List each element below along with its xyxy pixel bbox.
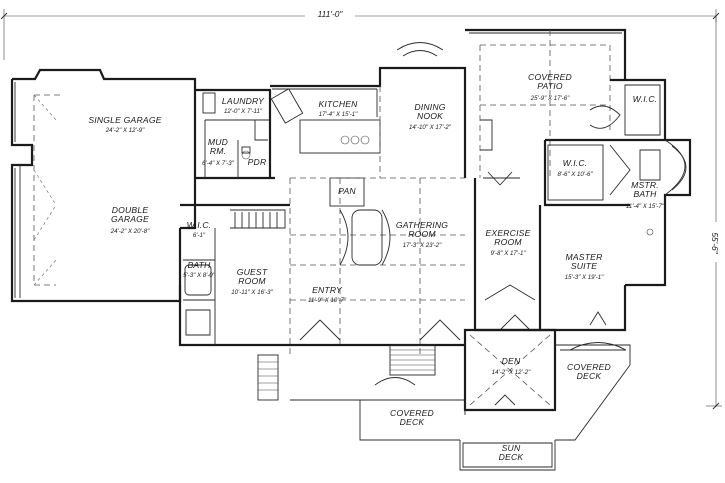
dining-bay-window [396,42,444,57]
width-dimension: 111'-0" [0,8,720,60]
svg-text:GATHERING: GATHERING [396,220,448,230]
svg-text:MUD: MUD [208,137,228,147]
room-label-double-garage: DOUBLE GARAGE 24'-2" X 20'-8" [110,205,150,235]
room-label-exercise-room: EXERCISE ROOM 9'-8" X 17'-1" [485,228,530,257]
svg-text:PATIO: PATIO [537,81,563,91]
covered-patio-block [465,28,627,186]
svg-text:PAN: PAN [338,186,356,196]
svg-text:LAUNDRY: LAUNDRY [222,96,265,106]
room-label-covered-patio: COVERED PATIO 25'-9" X 17'-6" [528,72,572,102]
svg-text:NOOK: NOOK [417,111,444,121]
room-label-entry: ENTRY 11'-9" X 10'-7" [308,285,347,304]
room-label-den: DEN 14'-2" X 12'-2" [492,356,531,376]
svg-text:DEN: DEN [502,356,521,366]
svg-text:6'-4" X 7'-3": 6'-4" X 7'-3" [202,160,235,167]
svg-text:14'-10" X 17'-2": 14'-10" X 17'-2" [409,124,452,131]
svg-text:SUN: SUN [502,443,521,453]
covered-deck-right [555,342,631,441]
room-label-wic-guest: W.I.C. 6'-1" [187,220,212,239]
svg-text:SUITE: SUITE [571,261,597,271]
room-label-mstr-bath: MSTR. BATH 11'-4" X 15'-7" [626,180,665,210]
svg-text:DINING: DINING [414,102,445,112]
master-bath-block [543,78,692,287]
svg-text:24'-2" X 20'-8": 24'-2" X 20'-8" [110,228,150,235]
covered-deck-front [290,377,466,441]
svg-text:6'-1": 6'-1" [193,232,206,239]
den-block [463,328,557,412]
room-label-bath: BATH 5'-3" X 8'-0" [183,260,216,279]
svg-text:DECK: DECK [400,417,426,427]
room-label-pdr: PDR [248,157,267,167]
guest-block [178,203,290,347]
width-dimension-label: 111'-0" [318,9,344,19]
svg-text:12'-0" X 7'-11": 12'-0" X 7'-11" [224,108,263,115]
room-label-gathering-room: GATHERING ROOM 17'-3" X 23'-2" [396,220,448,249]
svg-text:DOUBLE: DOUBLE [112,205,149,215]
room-label-covered-deck-right: COVERED DECK [567,362,611,381]
svg-text:MASTER: MASTER [565,252,602,262]
room-label-pan: PAN [338,186,356,196]
svg-text:8'-6" X 10'-6": 8'-6" X 10'-6" [557,171,593,178]
svg-text:COVERED: COVERED [528,72,572,82]
room-label-mud-rm: MUD RM. 6'-4" X 7'-3" [202,137,235,167]
svg-text:ROOM: ROOM [494,237,522,247]
svg-text:ROOM: ROOM [408,229,436,239]
room-label-laundry: LAUNDRY 12'-0" X 7'-11" [222,96,265,115]
entry-gathering-block [290,178,465,355]
svg-text:COVERED: COVERED [567,362,611,372]
kitchen-block [270,66,493,355]
svg-text:17'-3" X 23'-2": 17'-3" X 23'-2" [403,242,442,249]
svg-text:W.I.C.: W.I.C. [187,220,212,230]
svg-text:SINGLE GARAGE: SINGLE GARAGE [88,115,161,125]
svg-text:W.I.C.: W.I.C. [563,158,588,168]
svg-text:BATH: BATH [187,260,211,270]
room-label-wic-suite: W.I.C. 8'-6" X 10'-6" [557,158,593,178]
svg-text:25'-9" X 17'-6": 25'-9" X 17'-6" [530,95,570,102]
svg-text:10'-11" X 16'-3": 10'-11" X 16'-3" [231,289,273,296]
svg-text:9'-8" X 17'-1": 9'-8" X 17'-1" [490,250,526,257]
svg-text:EXERCISE: EXERCISE [485,228,530,238]
svg-text:COVERED: COVERED [390,408,434,418]
svg-text:11'-4" X 15'-7": 11'-4" X 15'-7" [626,203,665,210]
depth-dimension-label: 55'-6" [710,232,720,254]
entry-stairs [257,344,436,401]
room-label-dining-nook: DINING NOOK 14'-10" X 17'-2" [409,102,452,131]
svg-text:W.I.C.: W.I.C. [633,94,658,104]
svg-text:14'-2" X 12'-2": 14'-2" X 12'-2" [492,369,531,376]
room-label-wic-master-bath: W.I.C. [633,94,658,104]
svg-text:11'-9" X 10'-7": 11'-9" X 10'-7" [308,297,347,304]
svg-text:GUEST: GUEST [237,267,268,277]
svg-text:KITCHEN: KITCHEN [318,99,358,109]
svg-text:24'-2" X 12'-9": 24'-2" X 12'-9" [105,127,145,134]
svg-text:MSTR.: MSTR. [631,180,659,190]
room-label-master-suite: MASTER SUITE 15'-3" X 19'-1" [565,252,604,281]
svg-text:DECK: DECK [577,371,603,381]
room-label-sun-deck: SUN DECK [499,443,525,462]
svg-text:GARAGE: GARAGE [111,214,149,224]
room-label-single-garage: SINGLE GARAGE 24'-2" X 12'-9" [88,115,161,134]
laundry-mud-block [195,88,275,180]
svg-text:17'-4" X 15'-1": 17'-4" X 15'-1" [319,111,358,118]
room-label-guest-room: GUEST ROOM 10'-11" X 16'-3" [231,267,273,296]
svg-text:PDR: PDR [248,157,267,167]
svg-text:ENTRY: ENTRY [312,285,343,295]
garage-block [10,68,197,303]
sun-deck [459,440,556,471]
room-label-covered-deck-front: COVERED DECK [390,408,434,427]
svg-text:ROOM: ROOM [238,276,266,286]
depth-dimension: 55'-6" [706,16,722,410]
svg-text:5'-3" X 8'-0": 5'-3" X 8'-0" [183,272,216,279]
svg-text:DECK: DECK [499,452,525,462]
room-label-kitchen: KITCHEN 17'-4" X 15'-1" [318,99,358,118]
svg-text:15'-3" X 19'-1": 15'-3" X 19'-1" [565,274,604,281]
svg-text:RM.: RM. [210,146,226,156]
svg-text:BATH: BATH [633,189,657,199]
